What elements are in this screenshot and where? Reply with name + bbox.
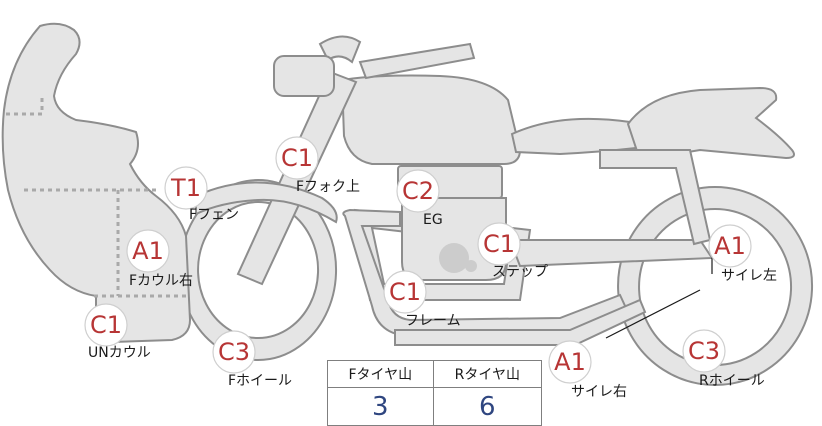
seat: [510, 117, 638, 156]
front-tread-value: 3: [327, 387, 434, 426]
badge-code: C1: [389, 278, 421, 306]
step-mount: [465, 260, 477, 272]
engine-cover: [439, 243, 469, 273]
engine-block: [401, 197, 507, 281]
part-label: Rホイール: [699, 373, 765, 389]
badge-code: C1: [483, 230, 515, 258]
part-label: サイレ右: [571, 384, 627, 400]
badge-code: C2: [402, 177, 434, 205]
badge-rear-wheel: C3 Rホイール: [682, 329, 765, 389]
part-label: UNカウル: [88, 345, 151, 361]
badge-circle: [126, 229, 170, 273]
badge-front-wheel: C3 Fホイール: [212, 330, 292, 389]
part-label: Fホイール: [228, 373, 292, 389]
badge-circle: [708, 224, 752, 268]
exhaust-pipe-lower: [394, 298, 647, 346]
badge-cowl-right: A1 Fカウル右: [126, 229, 193, 289]
badge-code: A1: [132, 237, 164, 265]
front-cowl: [1, 22, 192, 344]
badge-code: C1: [281, 144, 313, 172]
badge-circle: [212, 330, 256, 374]
tail-cowl: [626, 86, 795, 162]
tire-tread-table: Fタイヤ山 Rタイヤ山 3 6: [327, 360, 543, 426]
front-wheel-ring: [179, 179, 338, 361]
badge-frame: C1 フレーム: [383, 270, 461, 329]
badge-under-cowl: C1 UNカウル: [84, 303, 151, 361]
badge-circle: [164, 166, 208, 210]
swingarm: [508, 239, 714, 268]
badge-circle: [275, 136, 319, 180]
part-label: ステップ: [492, 264, 548, 280]
badge-circle: [548, 340, 592, 384]
badge-circle: [477, 222, 521, 266]
cowl-panel-lines: [6, 94, 188, 298]
badge-circle: [396, 169, 440, 213]
rear-tread-value: 6: [432, 387, 543, 426]
part-label: EG: [423, 212, 443, 228]
badge-code: C1: [90, 311, 122, 339]
handlebar-grip: [358, 42, 476, 80]
part-label: Fカウル右: [129, 273, 193, 289]
rear-frame: [599, 149, 712, 246]
table-header-row: Fタイヤ山 Rタイヤ山: [327, 360, 543, 388]
part-label: サイレ左: [721, 268, 777, 284]
rear-tread-header: Rタイヤ山: [432, 360, 543, 388]
badge-code: A1: [554, 348, 586, 376]
badge-circle: [682, 329, 726, 373]
table-row: 3 6: [327, 387, 543, 426]
badge-code: C3: [218, 338, 250, 366]
badge-muffler-left: A1 サイレ左: [708, 224, 777, 284]
badge-fender: T1 Fフェン: [164, 166, 239, 223]
exhaust-pipe: [342, 208, 628, 338]
badge-step: C1 ステップ: [477, 222, 548, 280]
badge-engine: C2 EG: [396, 169, 443, 228]
fuel-tank: [340, 74, 522, 165]
leader-line: [605, 289, 701, 339]
badge-muffler-right: A1 サイレ右: [548, 340, 627, 400]
badge-fork: C1 Fフォク上: [275, 136, 360, 195]
part-label: フレーム: [405, 313, 461, 329]
badge-code: A1: [714, 232, 746, 260]
front-tread-header: Fタイヤ山: [327, 360, 434, 388]
front-fender: [195, 181, 338, 224]
badge-code: C3: [688, 337, 720, 365]
badge-code: T1: [170, 174, 201, 202]
part-label: Fフェン: [189, 207, 239, 223]
part-label: Fフォク上: [296, 179, 360, 195]
badge-circle: [84, 303, 128, 347]
badge-circle: [383, 270, 427, 314]
headlight: [273, 55, 335, 97]
handlebar: [318, 35, 362, 64]
